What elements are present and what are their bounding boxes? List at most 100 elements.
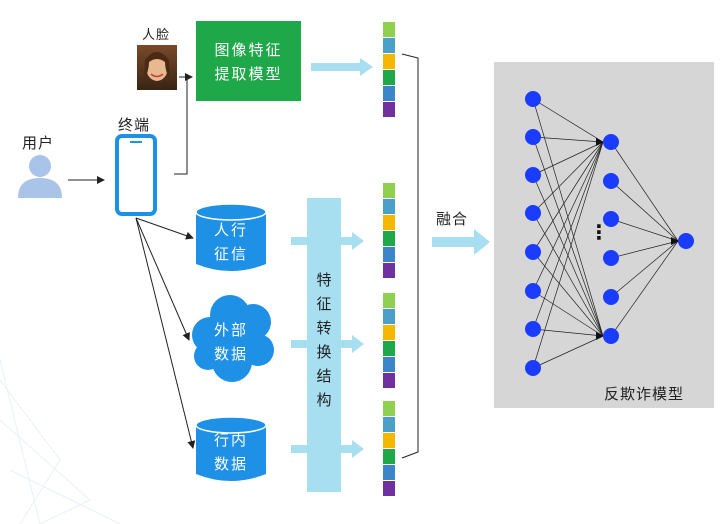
fusion-label: 融合 (436, 210, 469, 228)
nn-arrowhead (596, 138, 604, 146)
nn-link (532, 141, 604, 369)
nn-input-node (525, 360, 541, 376)
database-icon-internal (195, 416, 267, 481)
feature-transform-char-1: 特 (316, 271, 332, 289)
anti-fraud-model-panel (494, 62, 714, 408)
nn-hidden-node (603, 211, 619, 227)
cloud-icon-external (192, 295, 274, 382)
feature-transform-char-3: 转 (316, 319, 332, 337)
vector-cell (383, 341, 395, 356)
image-model-label: 图像特征 提取模型 (196, 38, 301, 86)
neural-network (525, 91, 694, 376)
arrow-external-to-transform (291, 340, 309, 348)
nn-arrowhead (671, 237, 679, 245)
external-data-line-2: 数据 (213, 345, 248, 363)
bank-credit-label: 人行 征信 (196, 218, 266, 266)
nn-output-node (678, 233, 694, 249)
terminal-label: 终端 (118, 116, 151, 134)
nn-link (532, 335, 604, 369)
nn-link (532, 136, 604, 143)
vector-cell (383, 373, 395, 388)
arrow-model-to-vector (311, 58, 373, 76)
arrow-transform-to-vector-3 (338, 440, 364, 458)
vector-cell (383, 293, 395, 308)
nn-arrowhead (596, 332, 604, 340)
arrow-terminal-to-model (174, 77, 188, 175)
nn-input-node (525, 129, 541, 145)
nn-input-node (525, 91, 541, 107)
phone-icon (115, 134, 157, 216)
nn-link (532, 141, 604, 214)
vector-cell (383, 38, 395, 53)
vector-cell (383, 449, 395, 464)
nn-link (610, 240, 679, 298)
arrow-transform-to-vector-1 (338, 232, 364, 250)
vector-cell (383, 54, 395, 69)
nn-input-node (525, 321, 541, 337)
feature-transform-char-5: 结 (316, 367, 332, 385)
vector-cell (383, 22, 395, 37)
feature-transform-char-2: 征 (316, 295, 332, 313)
user-label: 用户 (22, 134, 55, 152)
vector-cell (383, 263, 395, 278)
image-model-line-1: 图像特征 (214, 41, 283, 59)
internal-data-label: 行内 数据 (196, 428, 266, 476)
vector-cell (383, 86, 395, 101)
vector-cell (383, 401, 395, 416)
vector-cell (383, 417, 395, 432)
feature-transform-bar (307, 198, 341, 492)
feature-transform-char-4: 换 (316, 343, 332, 361)
face-label: 人脸 (142, 28, 171, 43)
feature-vectors (383, 22, 395, 496)
nn-link (532, 136, 604, 337)
nn-link (610, 218, 679, 242)
bank-credit-line-1: 人行 (213, 221, 248, 239)
nn-hidden-node (603, 134, 619, 150)
feature-vector (383, 22, 395, 117)
nn-links (532, 98, 679, 369)
bank-credit-line-2: 征信 (213, 245, 248, 263)
nn-link (532, 141, 604, 176)
arrow-internal-to-transform (291, 445, 309, 453)
arrow-transform-to-vector-2 (338, 335, 364, 353)
vector-cell (383, 231, 395, 246)
nn-hidden-node (603, 289, 619, 305)
feature-vector (383, 293, 395, 388)
database-icon-credit (195, 203, 267, 271)
nn-link (532, 141, 604, 253)
nn-input-node (525, 244, 541, 260)
arrow-terminal-to-internal (135, 217, 196, 449)
nn-hidden-node (603, 173, 619, 189)
nn-link (610, 180, 679, 242)
image-feature-model-box (196, 21, 301, 101)
vector-cell (383, 183, 395, 198)
internal-data-line-2: 数据 (213, 455, 248, 473)
nn-input-node (525, 283, 541, 299)
nn-link (610, 141, 679, 242)
nn-link (610, 240, 679, 337)
nn-input-node (525, 167, 541, 183)
nn-link (610, 240, 679, 259)
nn-input-node (525, 205, 541, 221)
anti-fraud-model-label: 反欺诈模型 (604, 385, 685, 403)
nn-link (532, 98, 604, 143)
vector-cell (383, 215, 395, 230)
feature-transform-char-6: 构 (316, 391, 332, 409)
vector-cell (383, 199, 395, 214)
external-data-label: 外部 数据 (196, 318, 266, 366)
feature-vector (383, 183, 395, 278)
vector-cell (383, 357, 395, 372)
vector-cell (383, 481, 395, 496)
vector-cell (383, 102, 395, 117)
background-decoration (0, 359, 121, 524)
arrow-terminal-to-credit (135, 217, 194, 240)
vector-cell (383, 465, 395, 480)
fusion-brace (401, 53, 419, 459)
feature-vector (383, 401, 395, 496)
nn-hidden-node (603, 328, 619, 344)
nn-link (532, 98, 604, 337)
nn-link (532, 141, 604, 330)
internal-data-line-1: 行内 (213, 431, 248, 449)
vector-cell (383, 325, 395, 340)
